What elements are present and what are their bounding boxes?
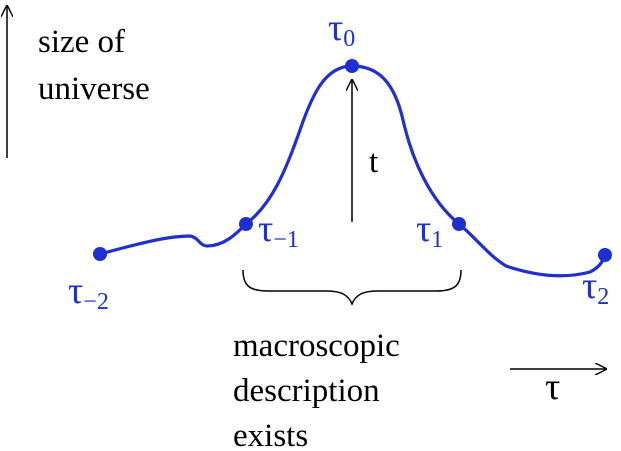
brace-caption-line2: description — [233, 373, 380, 409]
label-tau-minus-2: τ−2 — [68, 270, 109, 315]
time-height-label: t — [369, 144, 378, 180]
brace-caption-line3: exists — [233, 418, 308, 451]
label-tau-1: τ1 — [416, 208, 443, 253]
size-axis-label-line2: universe — [38, 71, 150, 107]
size-axis-label-line1: size of — [38, 24, 125, 60]
tau-axis-label: τ — [545, 366, 560, 408]
brace-caption-line1: macroscopic — [233, 328, 400, 364]
point-tau-minus-2 — [93, 247, 107, 261]
label-tau-minus-1: τ−1 — [258, 208, 299, 253]
macroscopic-range-brace — [242, 269, 462, 307]
point-tau-1 — [452, 217, 466, 231]
point-tau-minus-1 — [239, 217, 253, 231]
point-tau-0 — [345, 59, 359, 73]
label-tau-0: τ0 — [328, 7, 355, 52]
label-tau-2: τ2 — [582, 265, 609, 310]
point-tau-2 — [598, 248, 612, 262]
